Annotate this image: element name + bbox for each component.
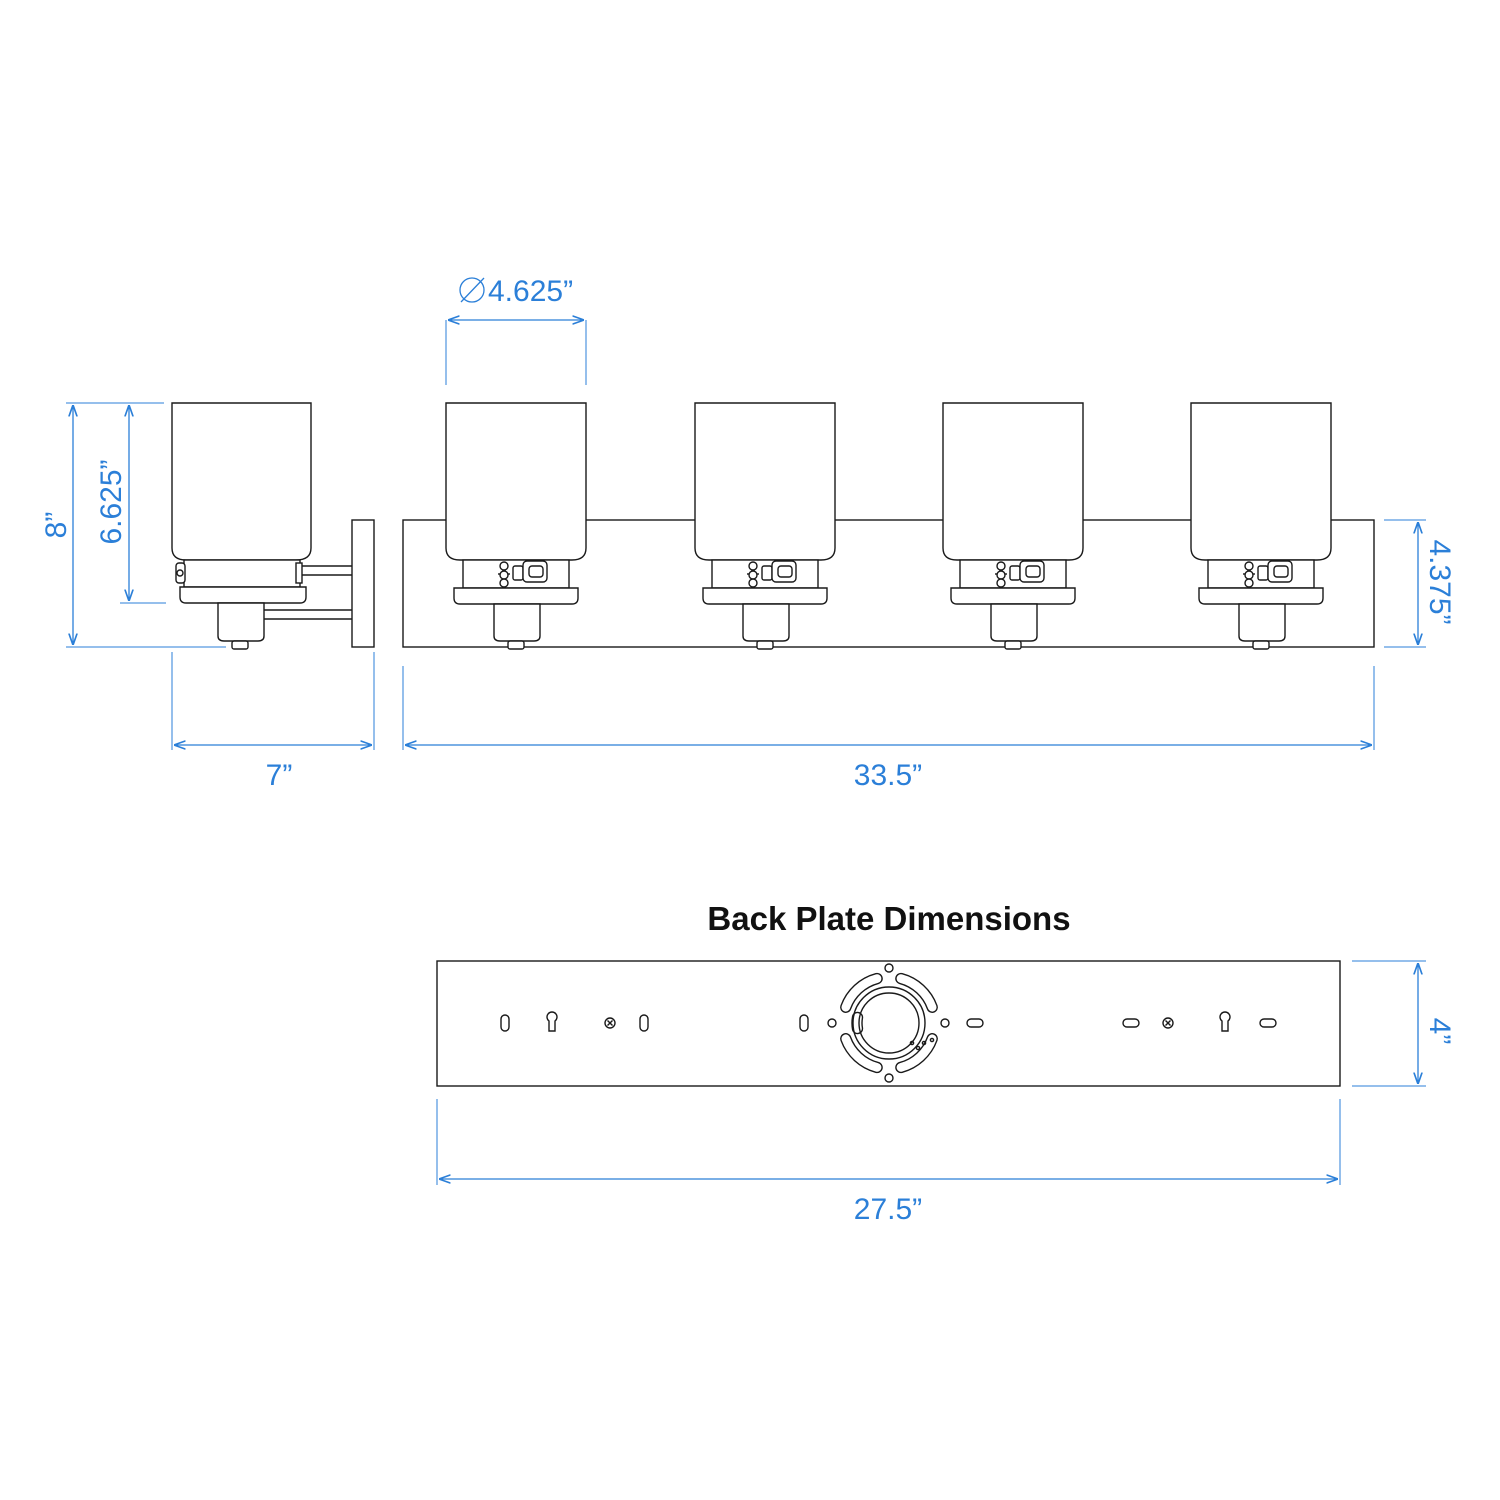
overall-width-label: 33.5” bbox=[854, 759, 922, 792]
side-view bbox=[171, 402, 375, 650]
back-plate bbox=[436, 960, 1341, 1087]
plate-height-label: 4.375” bbox=[1423, 539, 1456, 624]
fixture-backplate bbox=[402, 519, 1375, 648]
lamp-3 bbox=[942, 402, 1084, 650]
back-plate-width-label: 27.5” bbox=[854, 1193, 922, 1226]
lamp-2 bbox=[694, 402, 836, 650]
back-plate-title: Back Plate Dimensions bbox=[707, 900, 1070, 937]
lamp-1 bbox=[445, 402, 587, 650]
front-view bbox=[402, 402, 1375, 650]
depth-label: 7” bbox=[266, 759, 293, 792]
lamp-4 bbox=[1190, 402, 1332, 650]
shade-height-label: 6.625” bbox=[95, 459, 128, 544]
shade-diameter-label: 4.625” bbox=[488, 275, 573, 308]
back-plate-height-label: 4” bbox=[1423, 1018, 1456, 1045]
mounting-holes bbox=[500, 963, 1277, 1083]
overall-height-label: 8” bbox=[40, 512, 73, 539]
back-plate-dimension-lines bbox=[436, 960, 1426, 1185]
dimension-lines bbox=[66, 277, 1426, 750]
